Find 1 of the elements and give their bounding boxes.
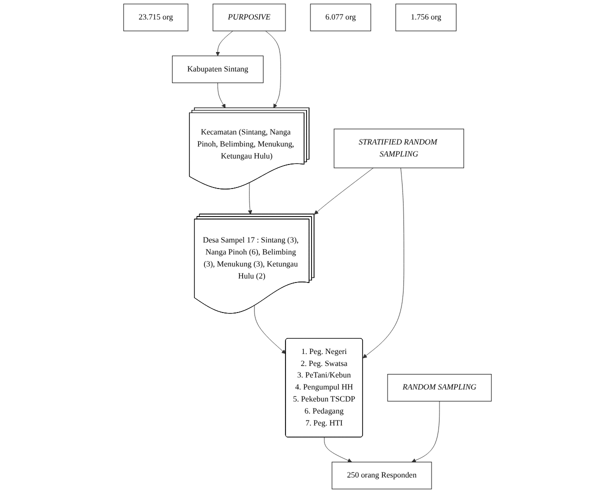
arrow: [314, 168, 374, 215]
